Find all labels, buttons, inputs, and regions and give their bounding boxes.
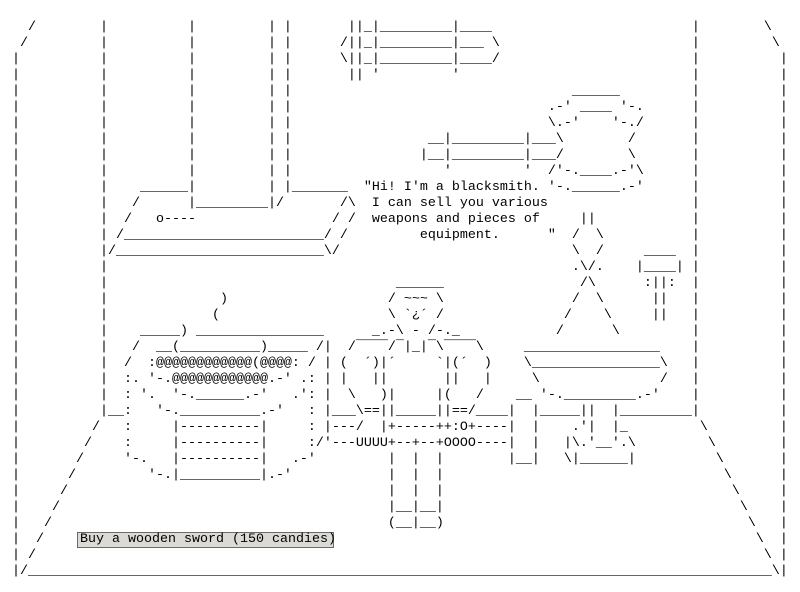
ascii-art-line: | / (__|__) \ | <box>4 516 788 531</box>
ascii-art-line: | | | | | ' ' /'-.____.-'\ | | <box>4 164 788 179</box>
ascii-art-line: | |__: '-.__________.-' : |___\==||_____… <box>4 404 788 419</box>
ascii-art-line: / | | | | /||_|_________|___ \ | \ <box>4 36 780 51</box>
ascii-art-line: | | / __(__________)_____ /| /¯¯¯¯/¯|_|¯… <box>4 340 788 355</box>
ascii-art-line: | / : |----------| :/'---UUUU+--+--+OOOO… <box>4 436 788 451</box>
ascii-art-line: | | | | | || ' ' | | <box>4 68 788 83</box>
ascii-art-line: | / |__|__| \ | <box>4 500 788 515</box>
ascii-art-line-left: | / <box>4 532 76 547</box>
ascii-art-line: / | | | | ||_|_________|____ | \ <box>4 20 772 35</box>
ascii-art-line: |/______________________________________… <box>4 564 788 579</box>
buy-wooden-sword-button[interactable]: Buy a wooden sword (150 candies) <box>77 532 336 548</box>
ascii-art-line: | | / :@@@@@@@@@@@@(@@@@: / | ( ´)|´ `|(… <box>4 356 788 371</box>
ascii-art-line: | | | | | \||_|_________|____/ | | <box>4 52 788 67</box>
ascii-art-line: | / '-. |----------| .-' | | | |__| \|__… <box>4 452 788 467</box>
ascii-art-line: | | / o---- / / weapons and pieces of ||… <box>4 212 788 227</box>
ascii-art-line-right: \ | <box>339 532 788 547</box>
ascii-art-line: | | :. '-.@@@@@@@@@@@@.-' .: | | || || |… <box>4 372 788 387</box>
ascii-art-line: | | ______ /\ :||: | | <box>4 276 788 291</box>
ascii-art-line: | / : |----------| : |---/ |+-----++:O+-… <box>4 420 788 435</box>
ascii-art-line: | | | | | |__|_________|___/ \ | | <box>4 148 788 163</box>
ascii-art-line: | | ( \ `¿´ / / \ || | | <box>4 308 788 323</box>
ascii-art-line: | / '-.|__________|.-' | | | \ | <box>4 468 788 483</box>
ascii-art-line: | | | | | .-' ____ '-. | | <box>4 100 788 115</box>
ascii-art-line: | | | | | ______ | | <box>4 84 788 99</box>
ascii-art-line: | | | | | __|_________|___\ / | | <box>4 132 788 147</box>
ascii-art-line: | | | | | \.-' '-./ | | <box>4 116 788 131</box>
ascii-art-line: | | .\/. |____| | | <box>4 260 788 275</box>
blacksmith-scene-ascii-art: / | | | | ||_|_________|____ | \ / | | |… <box>4 4 788 580</box>
ascii-art-line: | | ) / ~~~ \ / \ || | | <box>4 292 788 307</box>
ascii-art-line: | | : '. '-.______.-' .': | \ )| |( / __… <box>4 388 788 403</box>
ascii-art-line <box>4 4 788 20</box>
ascii-art-line: | | / |_________|/ /\ I can sell you var… <box>4 196 788 211</box>
ascii-art-line: | / \ | <box>4 532 788 548</box>
ascii-art-line: | / | | | \ | <box>4 484 788 499</box>
ascii-art-line: | |/__________________________\/ \ / ___… <box>4 244 788 259</box>
ascii-art-line: | | _____) ________________ _.-\ - /-._ … <box>4 324 788 339</box>
ascii-art-line: | | /_________________________/ / equipm… <box>4 228 788 243</box>
ascii-art-line: | / \ | <box>4 548 788 563</box>
ascii-art-line: | | ______| | |_______ "Hi! I'm a blacks… <box>4 180 788 195</box>
